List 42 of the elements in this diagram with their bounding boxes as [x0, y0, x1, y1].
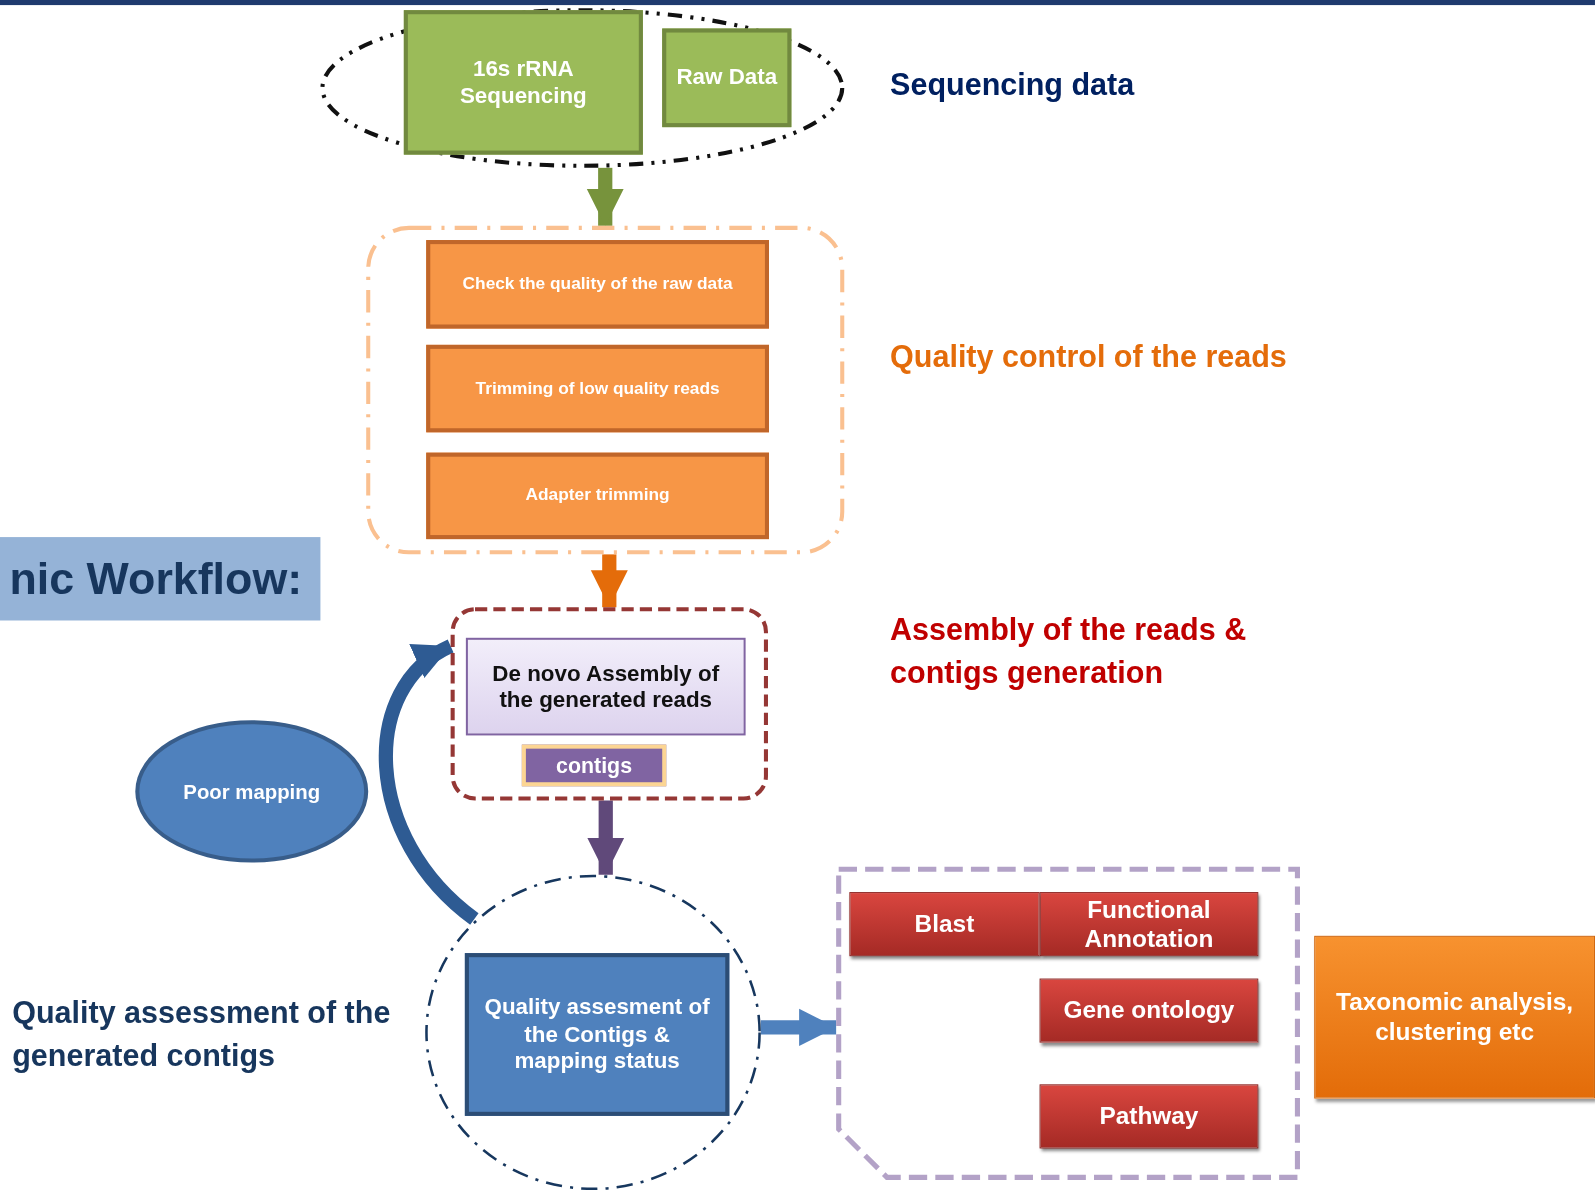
dashed-group-outline — [836, 866, 1300, 1180]
stage-heading: Sequencing data — [890, 66, 1136, 104]
block-arrow — [379, 639, 479, 925]
process-box — [403, 10, 643, 155]
output-tag — [521, 744, 667, 787]
box-label: De novo Assembly of the generated reads — [491, 659, 721, 714]
result-box — [1314, 935, 1595, 1099]
process-box — [464, 953, 730, 1116]
analysis-box — [1039, 1084, 1259, 1149]
block-arrow — [587, 800, 625, 875]
box-label: Quality assesment of the Contigs & mapping status — [483, 994, 711, 1075]
process-box — [426, 240, 769, 329]
box-label: 16s rRNA Sequencing — [458, 55, 588, 110]
title: nic Workflow: — [9, 553, 304, 605]
box-label: Check the quality of the raw data — [461, 273, 734, 295]
box-label: Gene ontology — [1062, 995, 1236, 1026]
analysis-box — [849, 892, 1040, 957]
box-label: Pathway — [1098, 1101, 1200, 1131]
dashed-group-ellipse — [320, 8, 845, 168]
box-label: Poor mapping — [182, 779, 322, 804]
box-label: Blast — [913, 909, 976, 939]
block-arrow — [586, 167, 624, 226]
box-label: contigs — [555, 752, 633, 779]
process-box — [465, 637, 746, 736]
box-label: Raw Data — [675, 64, 779, 92]
stage-heading: Assembly of the reads & contigs generation — [890, 611, 1248, 692]
box-label: Trimming of low quality reads — [474, 378, 721, 399]
stage-heading: Quality assessment of the generated contigs — [12, 994, 392, 1075]
analysis-box — [1039, 978, 1259, 1043]
analysis-box — [1039, 892, 1259, 957]
process-box — [426, 452, 769, 540]
block-arrow — [760, 1008, 837, 1046]
dashed-group-outline — [450, 607, 768, 801]
box-label: Taxonomic analysis, clustering etc — [1335, 987, 1575, 1047]
box-label: Functional Annotation — [1083, 894, 1215, 954]
process-box — [426, 344, 769, 433]
dotted-group-circle — [425, 874, 761, 1191]
stage-heading: Quality control of the reads — [890, 338, 1288, 376]
process-box — [662, 28, 792, 128]
dashed-group-outline — [366, 225, 845, 555]
block-arrow — [590, 554, 628, 608]
box-label: Adapter trimming — [524, 485, 671, 507]
